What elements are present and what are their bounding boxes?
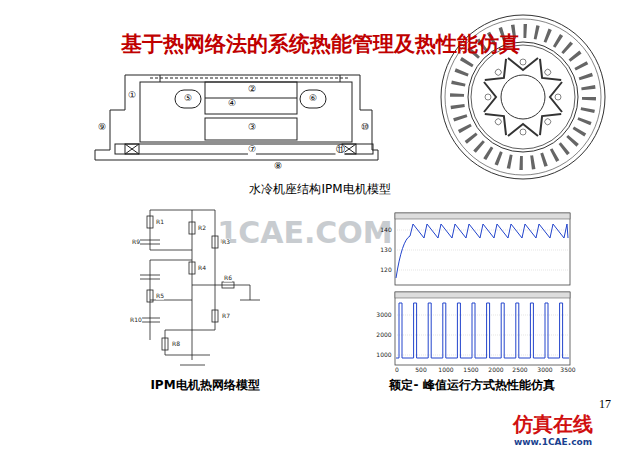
callout-number: ⑤ bbox=[184, 94, 192, 104]
axis-tick: 1000 bbox=[376, 352, 391, 359]
figure-caption: 水冷机座结构IPM电机模型 bbox=[249, 183, 390, 196]
callout-number: ⑧ bbox=[274, 162, 282, 172]
slide-title: 基于热网络法的系统热能管理及热性能仿真 bbox=[121, 33, 520, 56]
resistor-label: R2 bbox=[198, 225, 206, 232]
callout-number: ⑩ bbox=[361, 123, 369, 133]
resistor-label: R5 bbox=[156, 293, 164, 300]
resistor-label: R10 bbox=[130, 317, 142, 324]
axis-tick: 3000 bbox=[537, 367, 552, 374]
axis-tick: 2000 bbox=[376, 332, 391, 339]
axis-tick: 2000 bbox=[488, 367, 503, 374]
resistor-label: R1 bbox=[156, 219, 164, 226]
resistor-label: R9 bbox=[132, 239, 140, 246]
callout-number: ⑨ bbox=[98, 123, 106, 133]
callout-number: ⑦ bbox=[248, 145, 256, 155]
axis-tick: 140 bbox=[380, 227, 391, 234]
resistor-label: R7 bbox=[222, 313, 230, 320]
axis-tick: 500 bbox=[415, 367, 426, 374]
callout-number: ③ bbox=[248, 123, 256, 133]
page-number: 17 bbox=[599, 398, 611, 411]
axis-tick: 1500 bbox=[463, 367, 478, 374]
axis-tick: 2500 bbox=[512, 367, 527, 374]
callout-number: ④ bbox=[228, 99, 236, 109]
axis-tick: 120 bbox=[380, 267, 391, 274]
axis-tick: 3500 bbox=[560, 367, 575, 374]
watermark-url: www.1CAE.com bbox=[514, 438, 592, 448]
callout-number: ⑥ bbox=[309, 94, 317, 104]
resistor-label: R8 bbox=[172, 341, 180, 348]
callout-number: ⑪ bbox=[336, 145, 345, 155]
axis-tick: 0 bbox=[395, 367, 399, 374]
watermark-logo: 仿真在线 bbox=[513, 413, 593, 435]
simulation-plots bbox=[395, 213, 570, 365]
watermark: 1CAE.COM bbox=[217, 216, 392, 249]
axis-tick: 3000 bbox=[376, 312, 391, 319]
callout-number: ① bbox=[128, 91, 136, 101]
figure-caption: 额定- 峰值运行方式热性能仿真 bbox=[389, 379, 554, 392]
resistor-label: R3 bbox=[222, 239, 230, 246]
resistor-label: R6 bbox=[224, 275, 232, 282]
motor-section bbox=[95, 75, 378, 160]
figure-caption: IPM电机热网络模型 bbox=[150, 379, 259, 392]
axis-tick: 1000 bbox=[438, 367, 453, 374]
callout-number: ② bbox=[248, 85, 256, 95]
axis-tick: 130 bbox=[380, 247, 391, 254]
resistor-label: R4 bbox=[198, 265, 206, 272]
